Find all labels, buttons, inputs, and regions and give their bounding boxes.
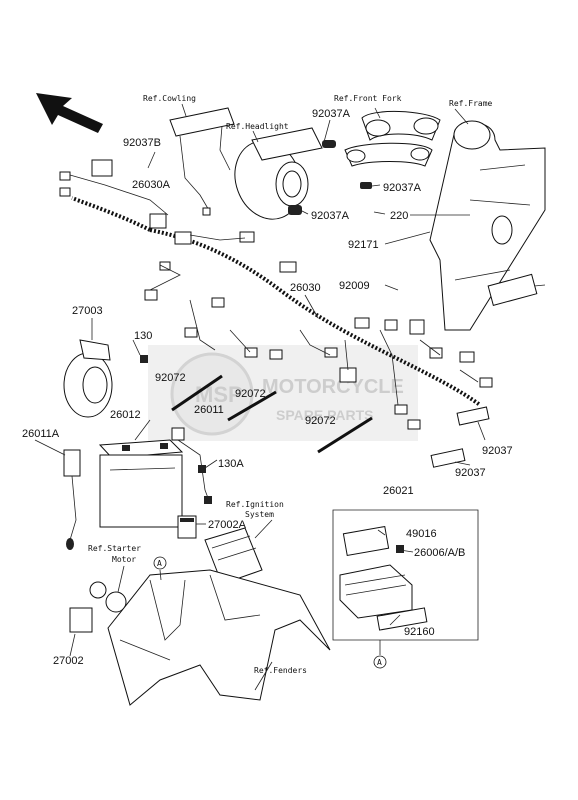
label-92037A-top: 92037A xyxy=(312,108,351,120)
label-92037A-mid: 92037A xyxy=(311,210,350,222)
label-92037-a: 92037 xyxy=(482,445,513,457)
cowling-bracket xyxy=(169,107,235,216)
label-27003: 27003 xyxy=(72,305,103,317)
relay-27002A xyxy=(177,515,197,539)
label-92037-b: 92037 xyxy=(455,467,486,479)
frame-section xyxy=(429,120,546,331)
label-92072-a: 92072 xyxy=(155,372,186,384)
label-92009: 92009 xyxy=(339,280,370,292)
label-92072-c: 92072 xyxy=(305,415,336,427)
label-27002A: 27002A xyxy=(208,519,247,531)
callout-a-right: A xyxy=(373,655,387,669)
ref-cowling: Ref.Cowling xyxy=(143,94,196,103)
callout-a-left: A xyxy=(153,556,167,570)
leader-lines xyxy=(34,103,486,691)
battery-cable-26011 xyxy=(171,427,212,504)
starter-relay-27002 xyxy=(69,581,127,633)
label-27002: 27002 xyxy=(53,655,84,667)
main-wiring-harness xyxy=(59,159,493,430)
ref-frame: Ref.Frame xyxy=(449,99,493,108)
horn xyxy=(63,339,148,418)
label-26006: 26006/A/B xyxy=(414,547,465,559)
ref-headlight: Ref.Headlight xyxy=(226,122,289,131)
kit-box-26021 xyxy=(332,509,479,641)
ref-starter-line1: Ref.Starter xyxy=(88,544,141,553)
ref-fenders: Ref.Fenders xyxy=(254,666,307,675)
ref-ignition-line1: Ref.Ignition xyxy=(226,500,284,509)
ref-starter-line2: Motor xyxy=(112,555,136,564)
callout-a-right-label: A xyxy=(377,658,382,667)
label-26030A: 26030A xyxy=(132,179,171,191)
bands-92072 xyxy=(171,374,373,454)
watermark: MSP MOTORCYCLE SPARE PARTS xyxy=(148,345,418,441)
label-26021: 26021 xyxy=(383,485,414,497)
ignitor-unit xyxy=(204,527,263,585)
ref-front-fork: Ref.Front Fork xyxy=(334,94,402,103)
label-92037B: 92037B xyxy=(123,137,161,149)
label-130: 130 xyxy=(134,330,152,342)
front-fork-bracket xyxy=(344,111,441,189)
label-26011: 26011 xyxy=(194,404,224,416)
label-26011A: 26011A xyxy=(22,428,60,440)
watermark-sub: SPARE PARTS xyxy=(276,407,374,423)
label-92072-b: 92072 xyxy=(235,388,266,400)
label-92160: 92160 xyxy=(404,626,435,638)
label-26012: 26012 xyxy=(110,409,141,421)
label-220: 220 xyxy=(390,210,408,222)
label-26030: 26030 xyxy=(290,282,321,294)
callout-a-left-label: A xyxy=(157,559,162,568)
label-92037A-right: 92037A xyxy=(383,182,422,194)
ref-ignition-line2: System xyxy=(245,510,274,519)
watermark-logo-text: MSP xyxy=(195,382,243,407)
battery-cable-26011A xyxy=(63,449,81,550)
headlight-assembly xyxy=(234,127,336,220)
rear-fender-tray xyxy=(107,569,331,706)
front-direction-arrow xyxy=(36,93,103,133)
label-49016: 49016 xyxy=(406,528,437,540)
battery xyxy=(98,439,184,528)
brackets-92037 xyxy=(430,406,490,468)
watermark-brand: MOTORCYCLE xyxy=(262,376,404,398)
label-92171: 92171 xyxy=(348,239,379,251)
label-130A: 130A xyxy=(218,458,244,470)
